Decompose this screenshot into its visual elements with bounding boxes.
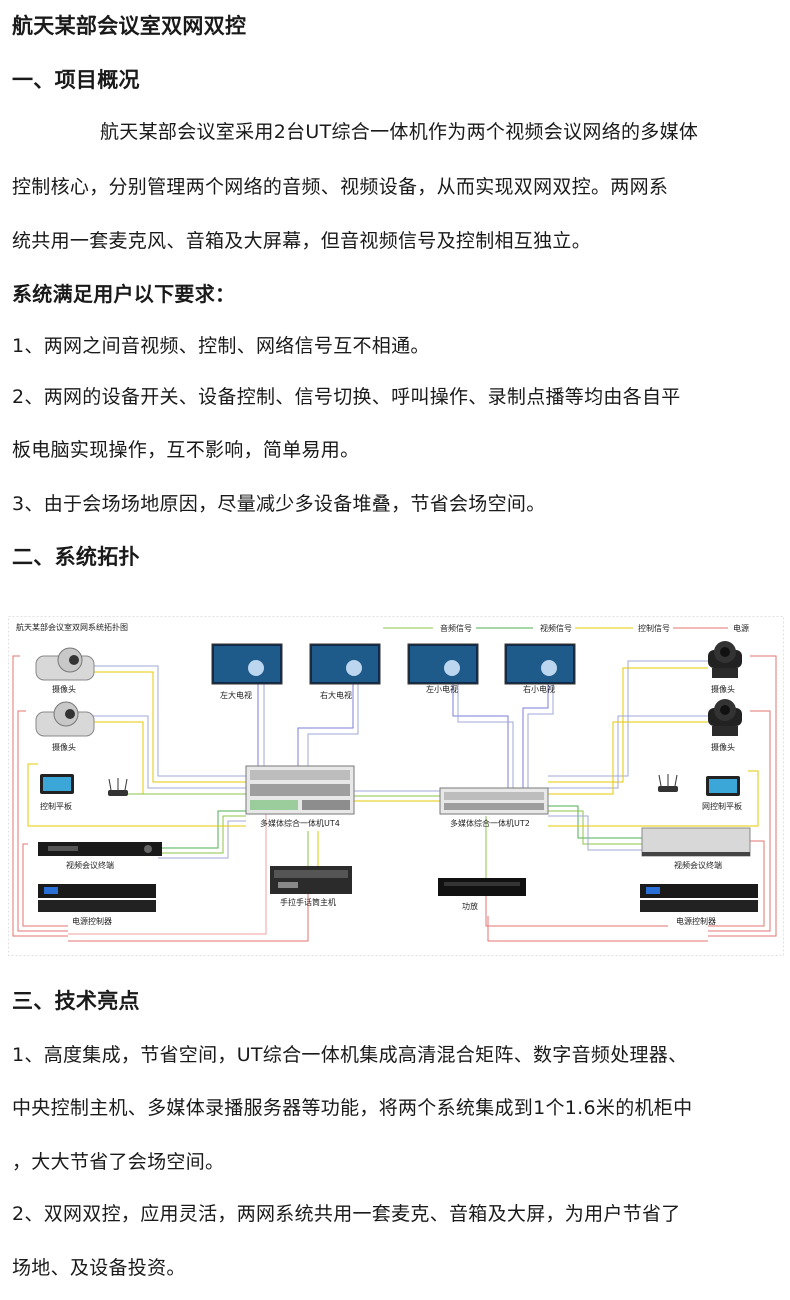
tv-label: 右小电视 [523,684,555,694]
requirement-item: 2、两网的设备开关、设备控制、信号切换、呼叫操作、录制点播等均由各自平 [12,386,681,408]
legend-power: 电源 [733,623,749,633]
tv-left-big: 左大电视 [211,643,283,700]
device-label: 多媒体综合一体机UT2 [450,818,530,828]
connection-lines [12,655,777,942]
diagram-frame [8,616,784,956]
control-tablet-left: 控制平板 [40,774,74,811]
section-heading-topology: 二、系统拓扑 [12,545,140,569]
device-label: 多媒体综合一体机UT4 [260,818,340,828]
device-label: 视频会议终端 [674,860,722,870]
topology-diagram: 航天某部会议室双网系统拓扑图 音频信号 视频信号 控制信号 电源 [8,616,784,956]
camera-right-2: 摄像头 [708,699,742,752]
ut4-unit: 多媒体综合一体机UT4 [245,765,355,828]
device-label: 控制平板 [40,801,72,811]
highlight-line: 2、双网双控，应用灵活，两网系统共用一套麦克、音箱及大屏，为用户节省了 [12,1203,681,1225]
device-label: 电源控制器 [72,916,112,926]
device-label: 视频会议终端 [66,860,114,870]
power-controller-left: 电源控制器 [38,884,156,926]
tv-label: 右大电视 [320,690,352,700]
diagram-title: 航天某部会议室双网系统拓扑图 [16,622,128,632]
camera-right-1: 摄像头 [708,641,742,694]
tv-left-small: 左小电视 [407,643,479,694]
paragraph-line: 控制核心，分别管理两个网络的音频、视频设备，从而实现双网双控。两网系 [12,176,669,198]
paragraph-line: 统共用一套麦克风、音箱及大屏幕，但音视频信号及控制相互独立。 [12,230,592,252]
tv-label: 左大电视 [220,690,252,700]
legend-control: 控制信号 [638,623,670,633]
device-label: 网控制平板 [702,801,742,811]
camera-left-2: 摄像头 [35,701,95,752]
ut2-unit: 多媒体综合一体机UT2 [439,787,549,828]
device-label: 摄像头 [711,742,735,752]
router-left-icon [108,778,128,796]
requirements-heading: 系统满足用户以下要求： [12,282,236,306]
legend: 音频信号 视频信号 控制信号 电源 [383,623,749,633]
highlight-line: 1、高度集成，节省空间，UT综合一体机集成高清混合矩阵、数字音频处理器、 [12,1044,688,1066]
highlight-line: 中央控制主机、多媒体录播服务器等功能，将两个系统集成到1个1.6米的机柜中 [12,1097,693,1119]
paragraph-line: 航天某部会议室采用2台UT综合一体机作为两个视频会议网络的多媒体 [100,121,699,143]
device-label: 摄像头 [711,684,735,694]
requirement-item: 板电脑实现操作，互不影响，简单易用。 [12,439,360,461]
vc-terminal-left: 视频会议终端 [38,842,162,870]
device-label: 摄像头 [52,684,76,694]
requirement-item: 1、两网之间音视频、控制、网络信号互不相通。 [12,335,430,357]
section-heading-overview: 一、项目概况 [12,68,140,92]
control-tablet-right: 网控制平板 [702,776,742,811]
highlight-line: 场地、及设备投资。 [12,1257,186,1279]
tv-right-big: 右大电视 [309,643,381,700]
tv-label: 左小电视 [426,684,458,694]
device-label: 摄像头 [52,742,76,752]
device-label: 电源控制器 [676,916,716,926]
page-title: 航天某部会议室双网双控 [12,14,247,38]
legend-video: 视频信号 [540,623,572,633]
power-amplifier: 功放 [438,878,526,911]
router-right-icon [658,774,678,792]
section-heading-highlights: 三、技术亮点 [12,989,140,1013]
device-label: 功放 [462,901,478,911]
camera-left-1: 摄像头 [35,647,95,694]
power-controller-right: 电源控制器 [640,884,758,926]
device-label: 手拉手话筒主机 [280,897,336,907]
highlight-line: ，大大节省了会场空间。 [12,1151,225,1173]
vc-terminal-right: 视频会议终端 [641,827,751,870]
requirement-item: 3、由于会场场地原因，尽量减少多设备堆叠，节省会场空间。 [12,493,546,515]
mic-host: 手拉手话筒主机 [270,866,352,907]
legend-audio: 音频信号 [440,623,472,633]
tv-right-small: 右小电视 [504,643,576,694]
